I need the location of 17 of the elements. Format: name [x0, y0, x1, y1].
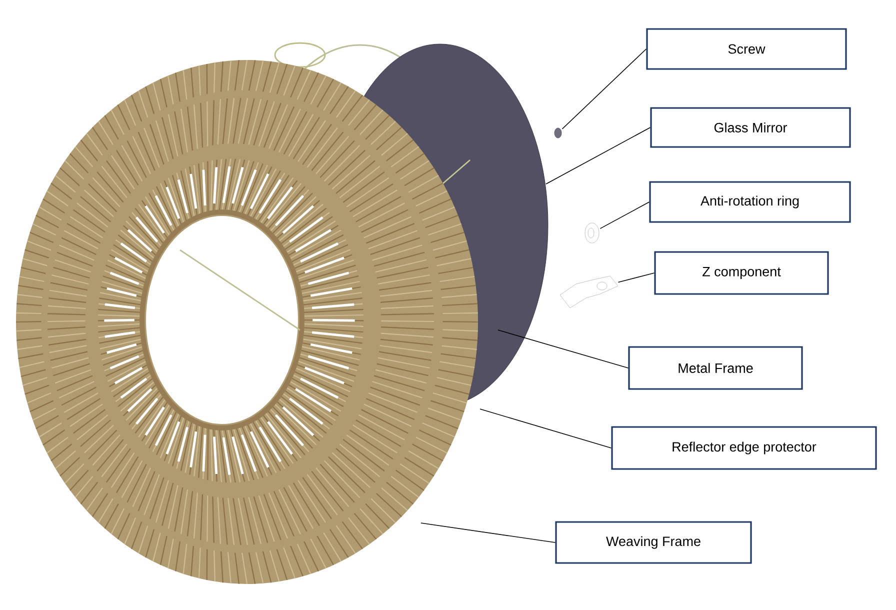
label-box: Reflector edge protector [611, 426, 877, 470]
leader-line [600, 202, 650, 229]
leader-line [498, 330, 629, 368]
leader-line [480, 408, 612, 448]
label-box: Weaving Frame [555, 521, 752, 564]
bracket-drawing [560, 276, 618, 308]
leader-line [618, 272, 655, 283]
ring-drawing [584, 222, 600, 244]
screw-dot [554, 128, 562, 138]
label-box: Screw [646, 28, 847, 70]
label-box: Metal Frame [628, 346, 803, 390]
leader-line [420, 522, 556, 543]
label-box: Z component [654, 251, 829, 295]
leader-line [546, 127, 651, 184]
label-box: Glass Mirror [650, 107, 851, 148]
label-box: Anti-rotation ring [649, 181, 851, 223]
leader-line [562, 48, 647, 130]
